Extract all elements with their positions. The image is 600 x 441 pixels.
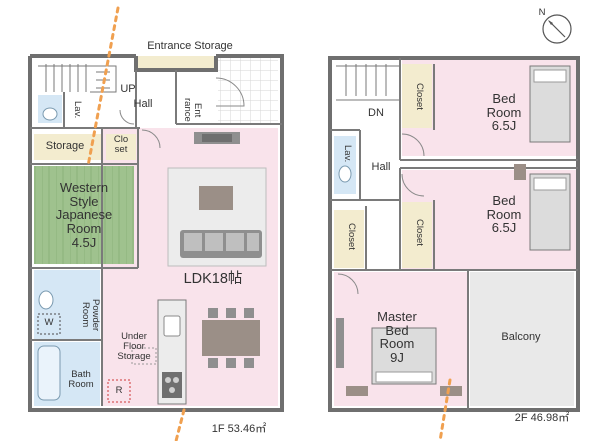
master-bedroom-label-line-4: 9J — [390, 349, 404, 365]
bedroom-a-label: Bed Room 6.5J — [476, 92, 532, 133]
entrance-label: Ent rance — [178, 94, 203, 126]
master-bedroom-label-line-3: Room — [379, 336, 415, 352]
floor-2-plan — [328, 56, 580, 412]
entrance-storage-fill — [136, 56, 216, 70]
floor-1-doors — [119, 77, 245, 149]
master-bedroom-label-line-2: Bed — [385, 322, 409, 338]
balcony-label: Balcony — [501, 331, 541, 343]
japanese-room-label-line-5: 4.5J — [71, 234, 97, 250]
japanese-room-fill — [34, 166, 134, 264]
master-tv — [336, 318, 344, 368]
entrance-storage-label: Entrance Storage — [147, 40, 233, 52]
bath-room-label: Bath Room — [62, 370, 100, 390]
balcony-fill — [470, 272, 574, 406]
closet-2f-a-label: Closet — [414, 82, 425, 110]
bedroom-a-label-line-1: Bed — [492, 91, 516, 106]
bedroom-b-label-line-1: Bed — [492, 193, 516, 208]
compass-north-label: N — [538, 7, 546, 18]
stairs-2f — [336, 64, 400, 101]
bath-room-label-line-1: Bath — [71, 369, 91, 380]
floor-2-walls — [328, 56, 580, 412]
under-floor-storage-label-line-2: Floor — [123, 340, 145, 352]
floor-1-plan — [28, 54, 284, 412]
under-floor-storage-label: Under Floor Storage — [106, 332, 162, 362]
bedroom-b-label: Bed Room 6.5J — [476, 194, 532, 235]
bedroom-a-label-line-2: Room — [486, 104, 522, 120]
desk-a — [514, 164, 526, 180]
closet-2f-b-fill — [334, 210, 364, 268]
fridge-box — [107, 379, 131, 403]
lav-2f-label: Lav. — [342, 145, 353, 163]
hall-2f-label: Hall — [371, 161, 391, 173]
bedroom-b-label-line-2: Room — [486, 206, 522, 222]
stairs-down-label: DN — [368, 107, 384, 119]
washer-box — [37, 313, 61, 335]
powder-room-label-line-1: Powder — [90, 298, 101, 332]
japanese-room-label-line-3: Japanese — [55, 207, 113, 223]
under-floor-storage-label-line-1: Under — [121, 331, 147, 342]
japanese-room-label-line-2: Style — [69, 193, 99, 209]
closet-1f-label: Clo set — [106, 135, 136, 155]
closet-1f-label-line-2: set — [114, 143, 128, 155]
bathtub — [37, 345, 61, 401]
bedroom-b-label-line-3: 6.5J — [491, 220, 517, 236]
master-bedroom-label-line-1: Master — [377, 309, 417, 324]
closet-2f-a-fill — [402, 64, 432, 128]
master-bedroom-label: Master Bed Room 9J — [360, 310, 434, 365]
stairs-up-label: UP — [120, 83, 136, 95]
bath-room-label-line-2: Room — [68, 378, 94, 390]
floor-2-inner-walls — [330, 58, 578, 410]
closet-2f-c-fill — [402, 202, 432, 268]
hall-1f-label: Hall — [133, 98, 153, 110]
compass-icon — [542, 14, 572, 44]
storage-fill — [34, 134, 102, 160]
bed-a — [529, 65, 571, 143]
japanese-room-label-line-1: Western — [59, 180, 109, 195]
floor-1-area-label: 1F 53.46㎡ — [211, 423, 267, 435]
bedroom-a-label-line-3: 6.5J — [491, 118, 517, 134]
powder-sink — [38, 290, 54, 310]
bed-b — [529, 173, 571, 251]
lav-1f-label: Lav. — [72, 101, 83, 119]
closet-2f-c-label: Closet — [414, 218, 425, 246]
fridge-label: R — [115, 385, 123, 396]
entrance-label-line-2: rance — [182, 98, 194, 122]
powder-room-label: Powder Room — [78, 292, 101, 338]
closet-fill — [106, 134, 136, 160]
closet-2f-b-label: Closet — [346, 222, 357, 250]
storage-label: Storage — [45, 140, 85, 152]
closet-1f-label-line-1: Clo — [113, 134, 129, 145]
japanese-room-label: Western Style Japanese Room 4.5J — [34, 181, 134, 249]
under-floor-storage-label-line-3: Storage — [117, 350, 151, 362]
entrance-label-line-1: Ent — [192, 102, 203, 118]
master-bed — [346, 327, 462, 396]
approach-path — [86, 6, 452, 441]
entrance-tile — [218, 58, 278, 124]
floor-1-inner-walls — [30, 70, 282, 406]
japanese-room-label-line-4: Room — [66, 220, 102, 236]
lav-2f-fill — [334, 136, 356, 194]
toilet-1f — [42, 107, 58, 121]
under-floor-hatch — [131, 347, 157, 365]
ldk-label: LDK18帖 — [183, 271, 243, 287]
ldk-furniture — [167, 132, 267, 368]
kitchen-counter — [157, 299, 187, 405]
toilet-2f — [338, 165, 352, 183]
floor-2-doors — [337, 133, 425, 295]
floor-2-area-label: 2F 46.98㎡ — [514, 412, 570, 424]
washer-label: W — [44, 317, 54, 328]
floor-1-walls — [28, 54, 284, 412]
powder-room-label-line-2: Room — [80, 302, 92, 328]
